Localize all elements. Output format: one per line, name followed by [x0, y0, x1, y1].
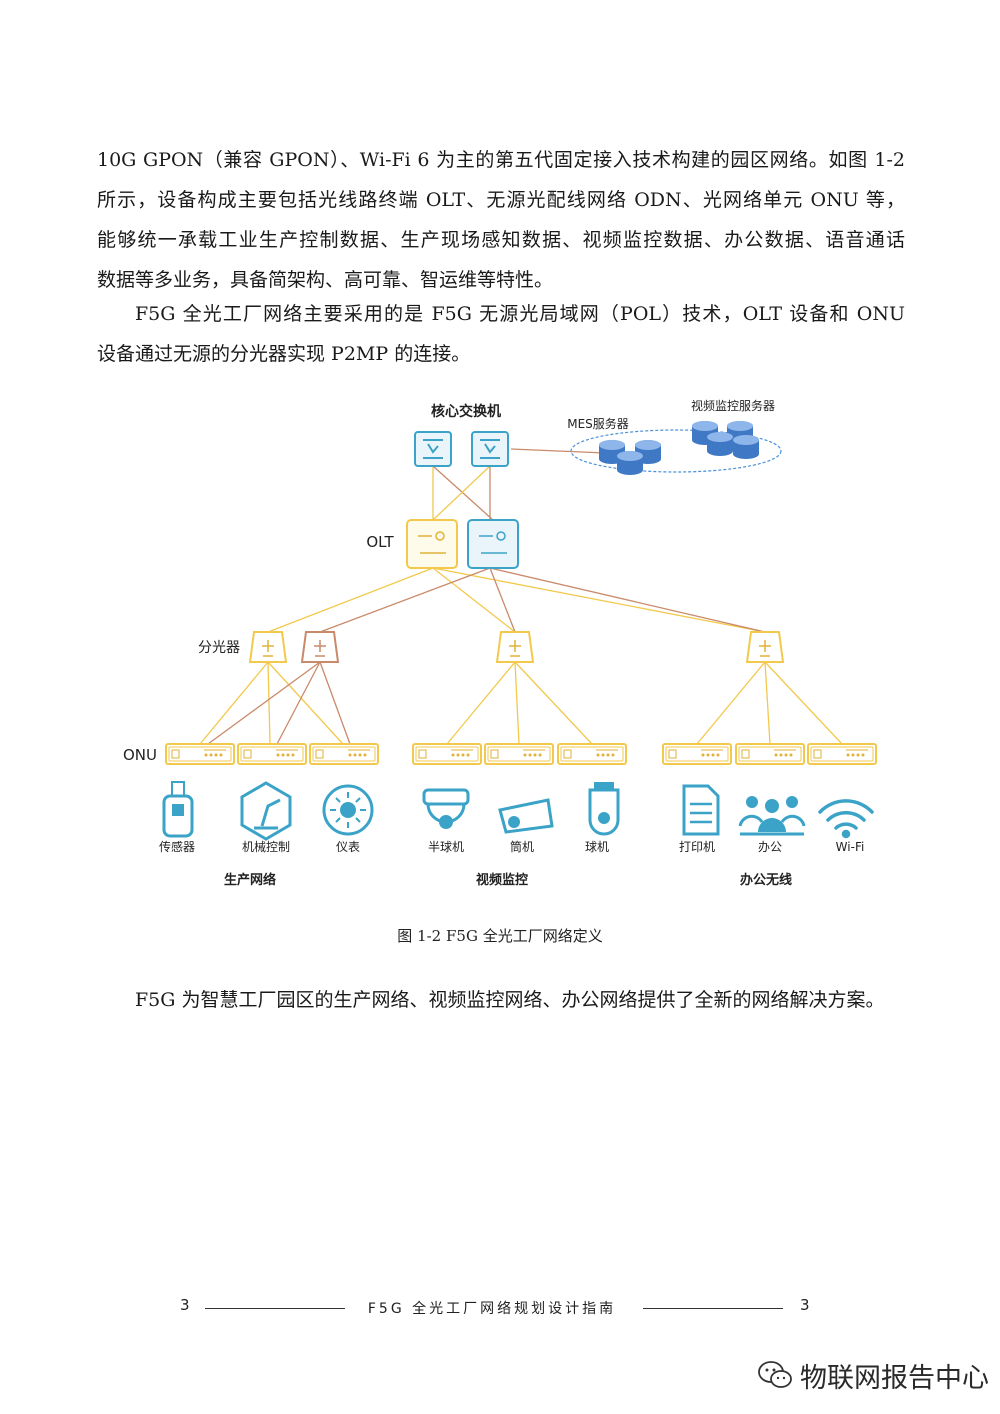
- text-line: 10G GPON（兼容 GPON）、Wi-Fi 6 为主的第五代固定接入技术构建…: [97, 149, 905, 171]
- watermark: 物联网报告中心: [758, 1353, 989, 1397]
- mes-server-icon: [599, 440, 661, 475]
- onu-label: ONU: [123, 746, 157, 764]
- ptz-camera-icon: [588, 782, 620, 836]
- splitter-label: 分光器: [198, 640, 240, 656]
- printer-label: 打印机: [679, 840, 715, 854]
- sensor-label: 传感器: [159, 839, 195, 854]
- watermark-text: 物联网报告中心: [800, 1362, 989, 1394]
- video-server-label: 视频监控服务器: [691, 398, 775, 413]
- core-switch-label: 核心交换机: [431, 403, 501, 420]
- group-office-label: 办公无线: [740, 872, 792, 888]
- page-number-right: 3: [800, 1296, 810, 1314]
- text-line: 设备通过无源的分光器实现 P2MP 的连接。: [97, 343, 471, 365]
- group-video-label: 视频监控: [476, 872, 528, 888]
- text-line: 能够统一承载工业生产控制数据、生产现场感知数据、视频监控数据、办公数据、语音通话: [97, 229, 905, 251]
- office-icon: [738, 796, 806, 836]
- text-line: F5G 全光工厂网络主要采用的是 F5G 无源光局域网（POL）技术，OLT 设…: [135, 303, 905, 325]
- text-line: 数据等多业务，具备简架构、高可靠、智运维等特性。: [97, 269, 554, 291]
- wifi-icon: [818, 799, 874, 839]
- meter-icon: [322, 784, 374, 836]
- text-line: 所示，设备构成主要包括光线路终端 OLT、无源光配线网络 ODN、光网络单元 O…: [97, 189, 905, 211]
- connection-lines: [199, 448, 843, 745]
- bullet-camera-icon: [498, 798, 554, 834]
- machine-control-icon: [240, 781, 292, 841]
- ptz-camera-label: 球机: [585, 840, 609, 854]
- splitter-icon: [249, 631, 784, 663]
- dome-camera-icon: [422, 788, 470, 829]
- footer-rule-right: [643, 1308, 783, 1309]
- wechat-icon: [758, 1361, 792, 1388]
- page-footer: 3 F5G 全光工厂网络规划设计指南 3: [0, 1296, 1000, 1320]
- paragraph-pol: F5G 全光工厂网络主要采用的是 F5G 无源光局域网（POL）技术，OLT 设…: [97, 294, 905, 374]
- meter-label: 仪表: [336, 840, 360, 854]
- olt-label: OLT: [366, 533, 394, 551]
- machine-control-label: 机械控制: [242, 839, 290, 854]
- page-number-left: 3: [180, 1296, 190, 1314]
- paragraph-conclusion: F5G 为智慧工厂园区的生产网络、视频监控网络、办公网络提供了全新的网络解决方案…: [135, 989, 885, 1011]
- video-server-icon: [692, 421, 759, 459]
- figure-caption: 图 1-2 F5G 全光工厂网络定义: [397, 927, 603, 945]
- olt-icon: [406, 519, 519, 569]
- wifi-label: Wi-Fi: [836, 840, 865, 854]
- core-switch-icon: [414, 431, 509, 467]
- mes-server-label: MES服务器: [567, 416, 629, 431]
- sensor-icon: [162, 781, 194, 838]
- paragraph-intro: 10G GPON（兼容 GPON）、Wi-Fi 6 为主的第五代固定接入技术构建…: [97, 140, 905, 300]
- footer-rule-left: [205, 1308, 345, 1309]
- bullet-camera-label: 筒机: [510, 839, 534, 854]
- group-production-label: 生产网络: [224, 872, 276, 888]
- office-label: 办公: [758, 839, 782, 854]
- printer-icon: [682, 784, 720, 836]
- dome-camera-label: 半球机: [428, 840, 464, 854]
- onu-devices: [165, 743, 877, 765]
- footer-title: F5G 全光工厂网络规划设计指南: [367, 1301, 617, 1317]
